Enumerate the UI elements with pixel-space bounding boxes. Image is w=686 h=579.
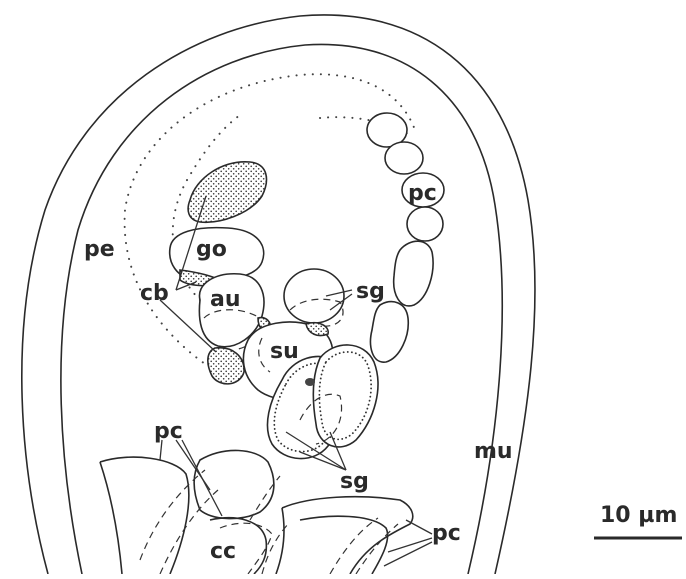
bottom-dashed-4 bbox=[250, 476, 280, 520]
cell-chain-4 bbox=[407, 207, 443, 241]
label-mu: mu bbox=[474, 439, 513, 464]
bottom-left-structure-2 bbox=[100, 462, 122, 574]
outer-contour bbox=[22, 15, 535, 574]
label-pc-upper: pc bbox=[408, 181, 437, 206]
bottom-dashed-5 bbox=[330, 518, 378, 574]
leader-pc-right-1 bbox=[406, 520, 432, 534]
cell-chain-2 bbox=[385, 142, 423, 174]
cell-chain-6 bbox=[371, 302, 409, 362]
bottom-right-structure bbox=[282, 497, 413, 574]
label-cc: cc bbox=[210, 539, 236, 564]
sg-cell-upper bbox=[284, 269, 344, 323]
inner-contour bbox=[61, 44, 502, 574]
scale-bar-label: 10 µm bbox=[600, 503, 677, 528]
label-cb: cb bbox=[140, 281, 169, 306]
label-au: au bbox=[210, 287, 241, 312]
label-sg-lower: sg bbox=[340, 469, 369, 494]
sg-lower-right bbox=[313, 345, 378, 447]
label-pc-left: pc bbox=[154, 419, 183, 444]
bottom-right-structure-2 bbox=[276, 508, 284, 574]
cell-chain-5 bbox=[394, 241, 433, 306]
bottom-dashed-1 bbox=[140, 470, 205, 560]
au-stipple bbox=[208, 348, 244, 384]
sg-nucleus bbox=[305, 378, 315, 386]
label-go: go bbox=[196, 237, 227, 262]
label-su: su bbox=[270, 339, 299, 364]
label-pe: pe bbox=[84, 237, 115, 262]
label-sg-upper: sg bbox=[356, 279, 385, 304]
label-pc-right: pc bbox=[432, 521, 461, 546]
